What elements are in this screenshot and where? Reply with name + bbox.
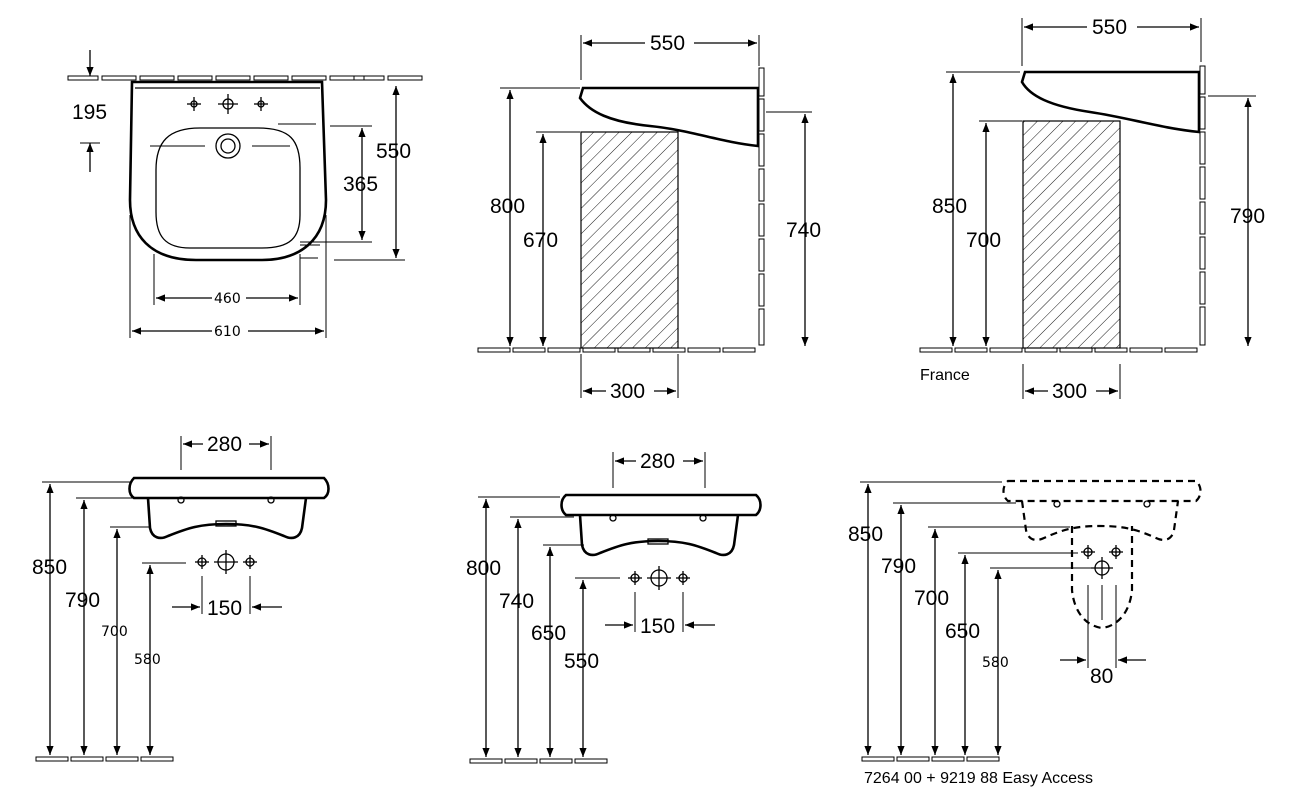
basin-front — [128, 476, 330, 500]
basin-profile — [1020, 70, 1201, 134]
wall-tiles — [758, 67, 765, 346]
top-view: 195 550 365 460 610 — [67, 50, 423, 340]
dim-80: 80 — [1090, 665, 1113, 688]
bowl-outline — [155, 127, 301, 249]
dim-650: 650 — [531, 622, 566, 645]
side-view-2: 550 850 700 790 300 France — [919, 16, 1265, 403]
dim-800: 800 — [466, 557, 501, 580]
dim-150: 150 — [640, 615, 675, 638]
connection-icons — [195, 550, 257, 574]
front-view-2: 280 800 740 650 550 150 — [466, 450, 762, 764]
dim-790: 790 — [65, 589, 100, 612]
overflow-drain-icon — [215, 133, 241, 159]
basin-profile — [578, 86, 760, 148]
front-view-3: 850 790 700 650 580 80 7264 00 + 9219 88… — [848, 479, 1202, 787]
dim-365: 365 — [343, 173, 378, 196]
dim-550: 550 — [564, 650, 599, 673]
note-france: France — [920, 367, 970, 384]
dim-700: 700 — [966, 229, 1001, 252]
floor-tiles — [35, 756, 174, 762]
hatched-zone — [1022, 120, 1121, 349]
dim-700: 700 — [101, 624, 128, 640]
dim-300: 300 — [610, 380, 645, 403]
dim-280: 280 — [640, 450, 675, 473]
dim-850: 850 — [932, 195, 967, 218]
side-view-1: 550 800 670 740 300 — [477, 32, 821, 403]
basin-front-dashed — [1002, 479, 1202, 503]
dim-610: 610 — [214, 324, 241, 340]
dim-580: 580 — [134, 652, 161, 668]
dim-700: 700 — [914, 587, 949, 610]
pedestal-dashed — [1070, 526, 1134, 630]
connection-icons — [1081, 545, 1123, 579]
floor-tiles — [919, 347, 1198, 353]
caption-easy-access: 7264 00 + 9219 88 Easy Access — [864, 770, 1093, 787]
dim-650: 650 — [945, 620, 980, 643]
basin-front — [560, 493, 762, 517]
dim-150: 150 — [207, 597, 242, 620]
dim-670: 670 — [523, 229, 558, 252]
tap-hole-icons — [187, 94, 268, 114]
dim-300: 300 — [1052, 380, 1087, 403]
dim-550: 550 — [1092, 16, 1127, 39]
dim-280: 280 — [207, 433, 242, 456]
dim-195: 195 — [72, 101, 107, 124]
dim-580: 580 — [982, 655, 1009, 671]
hatched-zone — [580, 131, 679, 349]
dim-460: 460 — [214, 291, 241, 307]
floor-tiles — [469, 758, 608, 764]
basin-outline — [128, 80, 328, 262]
connection-icons — [628, 566, 690, 590]
floor-tiles — [861, 756, 1000, 762]
dim-790: 790 — [881, 555, 916, 578]
dim-550: 550 — [650, 32, 685, 55]
dim-850: 850 — [848, 523, 883, 546]
wall-tiles — [67, 75, 423, 81]
dim-740: 740 — [786, 219, 821, 242]
dim-800: 800 — [490, 195, 525, 218]
floor-tiles — [477, 347, 756, 353]
wall-tiles — [1199, 65, 1206, 346]
dim-550: 550 — [376, 140, 411, 163]
front-view-1: 280 850 790 700 580 150 — [32, 433, 330, 762]
dim-740: 740 — [499, 590, 534, 613]
dim-790: 790 — [1230, 205, 1265, 228]
dim-850: 850 — [32, 556, 67, 579]
